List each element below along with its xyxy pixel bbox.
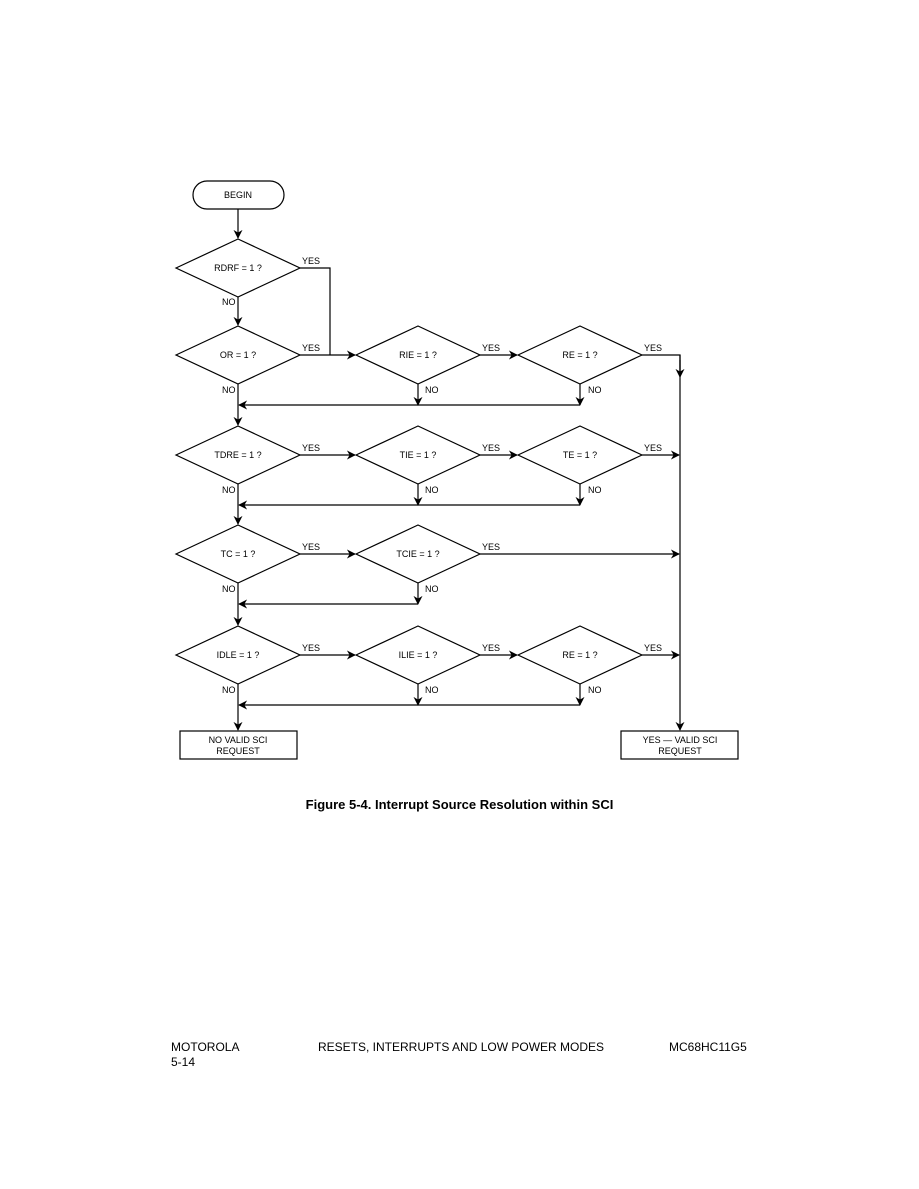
no-label: NO — [588, 685, 602, 695]
no-label: NO — [222, 485, 236, 495]
end-yes-line1: YES — VALID SCI — [643, 735, 718, 745]
no-label: NO — [222, 584, 236, 594]
no-label: NO — [425, 685, 439, 695]
yes-label: YES — [482, 643, 500, 653]
decision-tcie-label: TCIE = 1 ? — [396, 549, 439, 559]
no-label: NO — [425, 584, 439, 594]
no-label: NO — [222, 385, 236, 395]
decision-or-label: OR = 1 ? — [220, 350, 256, 360]
decision-re-b-label: RE = 1 ? — [562, 650, 597, 660]
end-yes-line2: REQUEST — [658, 746, 702, 756]
decision-rie-label: RIE = 1 ? — [399, 350, 437, 360]
end-no-line2: REQUEST — [216, 746, 260, 756]
yes-label: YES — [302, 256, 320, 266]
yes-label: YES — [482, 542, 500, 552]
line-rdrf-yes — [300, 267, 331, 355]
footer-left: MOTOROLA — [171, 1040, 240, 1054]
yes-label: YES — [302, 443, 320, 453]
no-label: NO — [588, 385, 602, 395]
no-label: NO — [222, 685, 236, 695]
decision-rdrf-label: RDRF = 1 ? — [214, 263, 262, 273]
footer-right: MC68HC11G5 — [669, 1040, 747, 1054]
no-label: NO — [425, 385, 439, 395]
decision-tie-label: TIE = 1 ? — [400, 450, 437, 460]
yes-label: YES — [644, 643, 662, 653]
decision-te-label: TE = 1 ? — [563, 450, 597, 460]
end-no-box — [179, 730, 298, 760]
end-no-line1: NO VALID SCI — [209, 735, 268, 745]
end-yes-box — [620, 730, 739, 760]
yes-label: YES — [302, 542, 320, 552]
begin-label: BEGIN — [224, 190, 252, 200]
yes-label: YES — [644, 443, 662, 453]
yes-label: YES — [644, 343, 662, 353]
decision-re-a-label: RE = 1 ? — [562, 350, 597, 360]
no-label: NO — [425, 485, 439, 495]
yes-label: YES — [302, 643, 320, 653]
yes-label: YES — [482, 443, 500, 453]
figure-caption: Figure 5-4. Interrupt Source Resolution … — [305, 797, 614, 812]
yes-label: YES — [482, 343, 500, 353]
footer-center: RESETS, INTERRUPTS AND LOW POWER MODES — [318, 1040, 605, 1054]
yes-label: YES — [302, 343, 320, 353]
no-label: NO — [588, 485, 602, 495]
no-label: NO — [222, 297, 236, 307]
decision-tc-label: TC = 1 ? — [221, 549, 256, 559]
decision-idle-label: IDLE = 1 ? — [217, 650, 260, 660]
decision-tdre-label: TDRE = 1 ? — [214, 450, 261, 460]
line-re-a-yes — [642, 354, 681, 375]
footer-page-number: 5-14 — [171, 1055, 196, 1069]
flowchart: BEGIN RDRF = 1 ? OR = 1 ? RIE = 1 ? RE =… — [174, 180, 739, 760]
decision-ilie-label: ILIE = 1 ? — [399, 650, 438, 660]
